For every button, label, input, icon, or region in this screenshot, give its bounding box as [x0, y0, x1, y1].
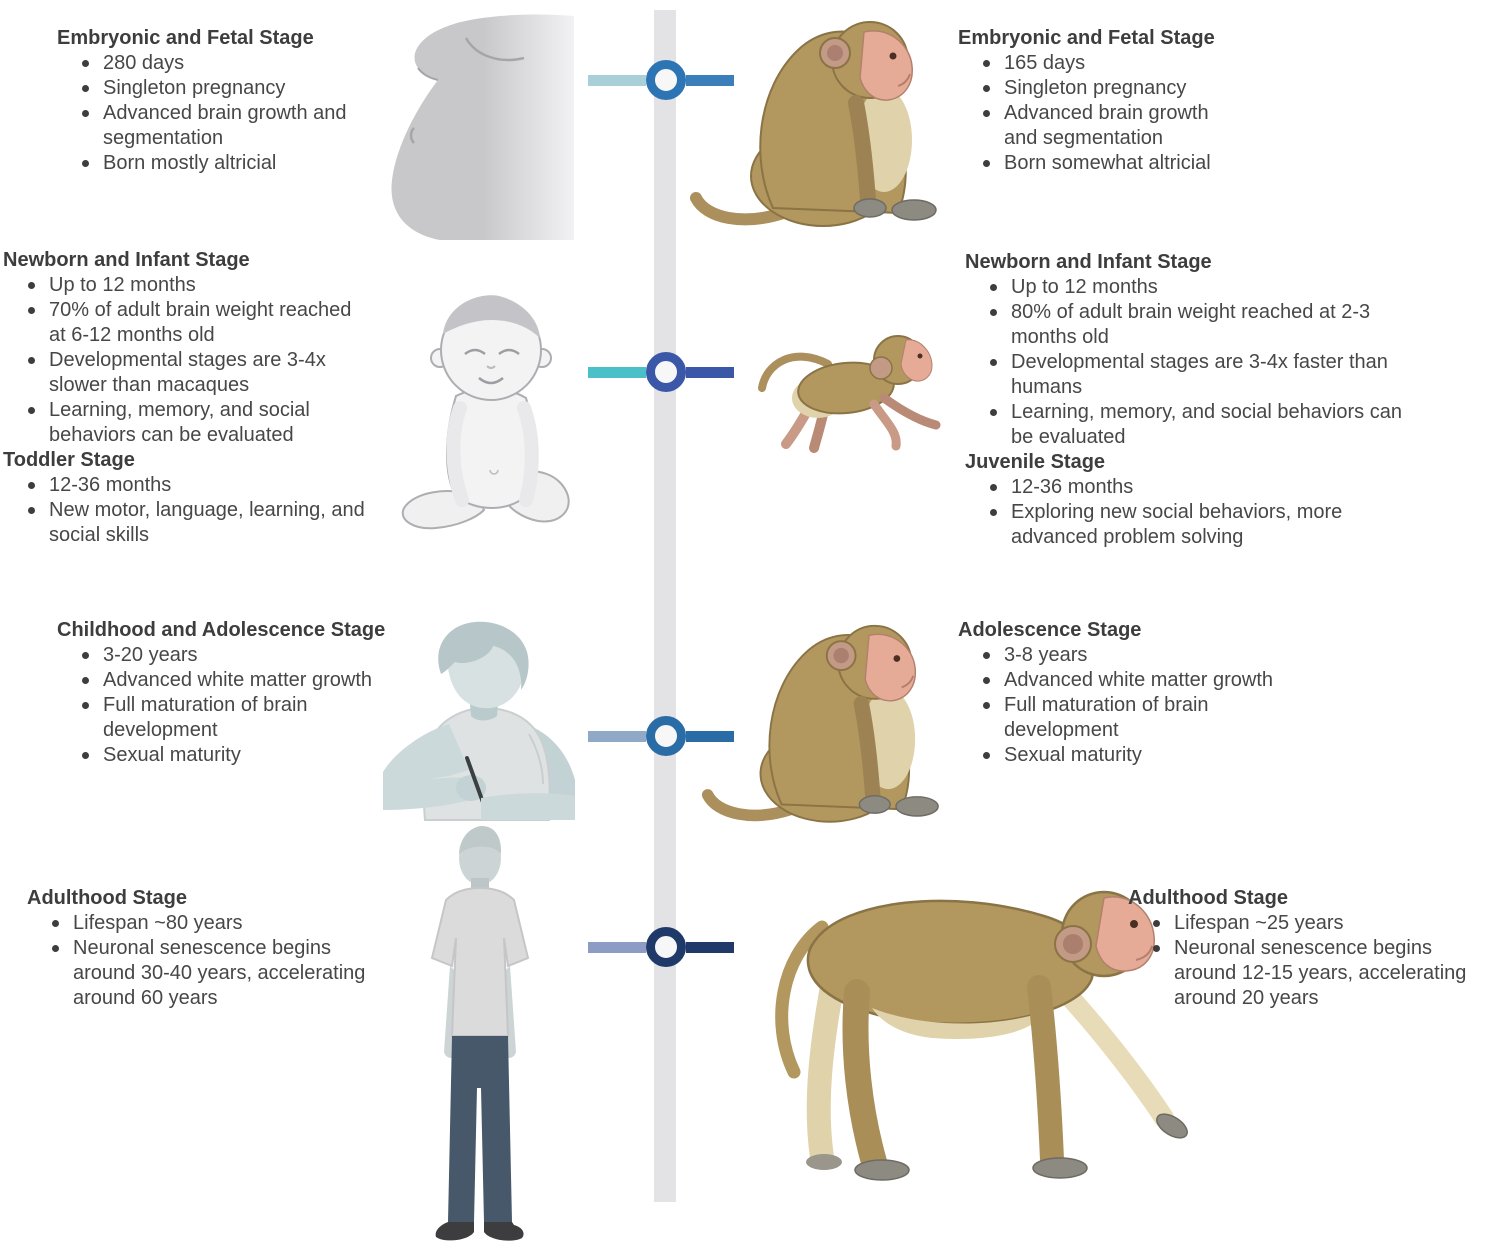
- bullet-item: Full maturation of brain development: [983, 693, 1310, 743]
- timeline-node-infant: [588, 352, 734, 392]
- bullet-item: Neuronal senescence begins around 30-40 …: [52, 936, 395, 1011]
- bullet-item: Advanced white matter growth: [82, 668, 409, 693]
- bullet-item: Born mostly altricial: [82, 151, 409, 176]
- stage-title: Newborn and Infant Stage: [965, 251, 1212, 273]
- stage-title: Adulthood Stage: [27, 887, 187, 909]
- timeline-bar-left-icon: [588, 74, 646, 86]
- bullet-item: 165 days: [983, 51, 1228, 76]
- stage-title: Adolescence Stage: [958, 619, 1142, 641]
- bullet-item: Learning, memory, and social behaviors c…: [28, 398, 373, 448]
- timeline-bar-left-icon: [588, 941, 646, 953]
- bullet-item: 12-36 months: [990, 475, 1405, 500]
- stage-title: Toddler Stage: [3, 449, 135, 471]
- bullet-item: 280 days: [82, 51, 409, 76]
- bullet-item: 12-36 months: [28, 473, 373, 498]
- macaque-newborn-infant-stage: Newborn and Infant Stage Up to 12 months…: [965, 250, 1405, 450]
- bullet-item: Advanced white matter growth: [983, 668, 1310, 693]
- timeline-node-adolescence: [588, 716, 734, 756]
- timeline-node-adulthood: [588, 927, 734, 967]
- bullet-item: Advanced brain growth and segmentation: [983, 101, 1228, 151]
- adolescent-writing-illustration: [383, 621, 575, 821]
- timeline-ring-icon: [646, 352, 686, 392]
- pregnant-belly-illustration: [391, 14, 574, 240]
- bullet-item: Singleton pregnancy: [983, 76, 1228, 101]
- timeline-track: [654, 10, 676, 1202]
- bullet-item: Learning, memory, and social behaviors c…: [990, 400, 1405, 450]
- bullet-item: New motor, language, learning, and socia…: [28, 498, 373, 548]
- macaque-adult-sitting-illustration: [688, 8, 940, 230]
- human-newborn-infant-stage: Newborn and Infant Stage Up to 12 months…: [3, 248, 373, 448]
- timeline-bar-right-icon: [686, 941, 734, 953]
- adult-standing-illustration: [430, 826, 530, 1241]
- bullet-item: 3-20 years: [82, 643, 409, 668]
- stage-title: Embryonic and Fetal Stage: [958, 27, 1215, 49]
- macaque-infant-crawling-illustration: [758, 335, 941, 453]
- macaque-adolescent-sitting-illustration: [700, 612, 942, 826]
- bullet-item: Up to 12 months: [990, 275, 1405, 300]
- timeline-bar-right-icon: [686, 730, 734, 742]
- macaque-adult-walking-illustration: [775, 890, 1188, 1181]
- bullet-item: Born somewhat altricial: [983, 151, 1228, 176]
- timeline-ring-icon: [646, 60, 686, 100]
- bullet-item: Advanced brain growth and segmentation: [82, 101, 409, 151]
- stage-title: Juvenile Stage: [965, 451, 1106, 473]
- bullet-item: Neuronal senescence begins around 12-15 …: [1153, 936, 1488, 1011]
- timeline-ring-icon: [646, 716, 686, 756]
- infant-sitting-illustration: [401, 295, 570, 530]
- timeline-ring-icon: [646, 927, 686, 967]
- stage-title: Newborn and Infant Stage: [3, 249, 250, 271]
- timeline-bar-left-icon: [588, 730, 646, 742]
- human-childhood-adolescence-stage: Childhood and Adolescence Stage 3-20 yea…: [57, 618, 409, 768]
- bullet-item: Lifespan ~25 years: [1153, 911, 1488, 936]
- bullet-item: Developmental stages are 3-4x slower tha…: [28, 348, 373, 398]
- bullet-item: Exploring new social behaviors, more adv…: [990, 500, 1405, 550]
- bullet-item: 80% of adult brain weight reached at 2-3…: [990, 300, 1405, 350]
- bullet-item: Sexual maturity: [82, 743, 409, 768]
- timeline-bar-right-icon: [686, 366, 734, 378]
- bullet-item: Lifespan ~80 years: [52, 911, 395, 936]
- stage-title: Embryonic and Fetal Stage: [57, 27, 314, 49]
- bullet-item: Full maturation of brain development: [82, 693, 409, 743]
- stage-title: Childhood and Adolescence Stage: [57, 619, 386, 641]
- bullet-item: Sexual maturity: [983, 743, 1310, 768]
- bullet-item: Developmental stages are 3-4x faster tha…: [990, 350, 1405, 400]
- bullet-item: 70% of adult brain weight reached at 6-1…: [28, 298, 373, 348]
- bullet-item: 3-8 years: [983, 643, 1310, 668]
- timeline-node-embryonic: [588, 60, 734, 100]
- macaque-infant-juvenile-group: Newborn and Infant Stage Up to 12 months…: [965, 250, 1405, 550]
- bullet-item: Up to 12 months: [28, 273, 373, 298]
- stage-title: Adulthood Stage: [1128, 887, 1288, 909]
- timeline-bar-left-icon: [588, 366, 646, 378]
- timeline-bar-right-icon: [686, 74, 734, 86]
- bullet-item: Singleton pregnancy: [82, 76, 409, 101]
- human-infant-toddler-group: Newborn and Infant Stage Up to 12 months…: [3, 248, 373, 548]
